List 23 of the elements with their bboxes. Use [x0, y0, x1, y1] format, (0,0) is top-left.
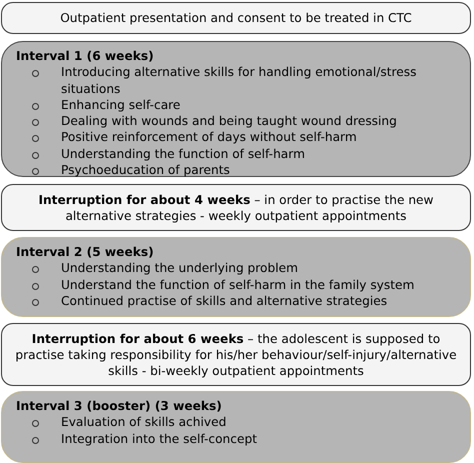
- list-item: Introducing alternative skills for handling emotional/stress situations: [61, 65, 416, 96]
- interval-heading: Interval 2 (5 weeks): [16, 244, 155, 260]
- step-text: Outpatient presentation and consent to be treated in CTC: [60, 11, 412, 25]
- step-box: [1, 184, 471, 231]
- list-item: Evaluation of skills achived: [61, 415, 226, 430]
- step-text: Interruption for about 4 weeks – in order to practise the new alternative strategies - weekly outpatient appointments: [38, 193, 434, 223]
- interval-heading: Interval 1 (6 weeks): [16, 48, 155, 64]
- list-item: Positive reinforcement of days without self-harm: [61, 130, 357, 144]
- step-text: Interruption for about 6 weeks – the adolescent is supposed to practise taking responsibility for his/her behaviour/self-injury/alternative skills - bi-weekly outpatient appointments: [15, 332, 457, 378]
- step-box: [1, 2, 471, 34]
- interval-box: [1, 391, 471, 463]
- interval-box: [1, 41, 471, 177]
- list-item: Understand the function of self-harm in the family system: [61, 278, 414, 292]
- list-item: Continued practise of skills and alternative strategies: [61, 294, 388, 308]
- list-item: Dealing with wounds and being taught wound dressing: [61, 114, 397, 128]
- list-item: Integration into the self-concept: [61, 432, 257, 446]
- list-item: Psychoeducation of parents: [61, 163, 230, 178]
- step-box: [1, 323, 471, 386]
- interval-box: [1, 237, 471, 317]
- list-item: Understanding the function of self-harm: [61, 146, 305, 161]
- list-item: Understanding the underlying problem: [61, 261, 298, 276]
- list-item: Enhancing self-care: [61, 98, 180, 112]
- interval-heading: Interval 3 (booster) (3 weeks): [16, 398, 223, 414]
